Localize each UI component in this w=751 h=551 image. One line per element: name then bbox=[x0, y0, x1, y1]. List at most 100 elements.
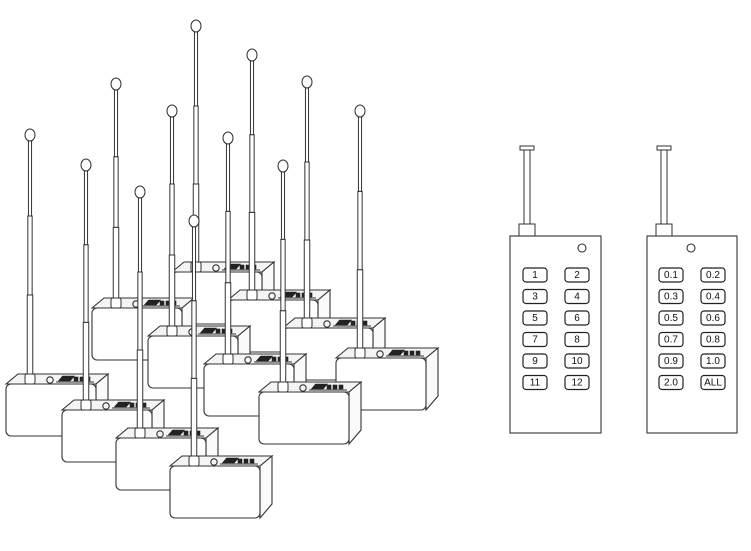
remote-key-frame bbox=[658, 267, 684, 283]
remote-key[interactable]: ALL bbox=[700, 374, 726, 391]
remote-antenna-shaft bbox=[523, 149, 531, 225]
antenna-segment bbox=[191, 222, 197, 302]
remote-key[interactable]: 4 bbox=[564, 288, 590, 305]
receiver-unit bbox=[4, 128, 110, 438]
remote-key-label: 0.2 bbox=[706, 270, 720, 281]
remote-key[interactable]: 0.1 bbox=[658, 267, 684, 283]
remote-key-label: 4 bbox=[574, 292, 580, 303]
remote-key[interactable]: 0.9 bbox=[658, 353, 684, 369]
remote-key-label: 2.0 bbox=[664, 378, 678, 389]
antenna-tip bbox=[222, 131, 234, 145]
remote-key-label: 12 bbox=[571, 378, 583, 389]
power-switch-icon bbox=[299, 384, 307, 392]
remote-key-label: 10 bbox=[571, 356, 583, 367]
antenna-segment bbox=[137, 271, 143, 351]
remote-key[interactable]: 0.8 bbox=[700, 331, 726, 348]
remote-key[interactable]: 2.0 bbox=[658, 374, 684, 391]
antenna-segment bbox=[280, 167, 286, 240]
terminal-icon bbox=[243, 458, 249, 464]
remote-key-frame bbox=[658, 374, 684, 391]
remote-key[interactable]: 3 bbox=[522, 288, 548, 305]
remote-key-frame bbox=[522, 267, 548, 283]
remote-key[interactable]: 1.0 bbox=[700, 353, 726, 369]
antenna-segment bbox=[26, 294, 34, 375]
antenna-segment bbox=[137, 193, 143, 273]
remote-key[interactable]: 0.2 bbox=[700, 267, 726, 283]
antenna-tip bbox=[354, 104, 366, 118]
antenna-segment bbox=[225, 139, 231, 212]
antenna-segment bbox=[83, 244, 89, 323]
antenna-mount bbox=[222, 353, 234, 365]
remote-key-frame bbox=[522, 353, 548, 369]
remote-key-label: 0.3 bbox=[664, 292, 678, 303]
remote-key[interactable]: 10 bbox=[564, 353, 590, 369]
remote-key-label: 11 bbox=[530, 378, 541, 389]
remote-key-label: 1 bbox=[532, 270, 538, 281]
terminal-icon bbox=[159, 300, 165, 306]
terminal-icon bbox=[215, 328, 221, 334]
remote-antenna-tip bbox=[656, 145, 672, 151]
remote-key-frame bbox=[700, 310, 726, 326]
remote-key[interactable]: 11 bbox=[522, 374, 548, 391]
antenna-segment bbox=[304, 161, 310, 241]
remote-key[interactable]: 7 bbox=[522, 331, 548, 348]
remote-key[interactable]: 0.6 bbox=[700, 310, 726, 326]
antenna-mount bbox=[277, 381, 289, 393]
terminal-icon bbox=[183, 430, 189, 436]
remote-key[interactable]: 0.4 bbox=[700, 288, 726, 305]
remote-key[interactable]: 0.7 bbox=[658, 331, 684, 348]
antenna-segment bbox=[27, 136, 33, 217]
terminal-icon bbox=[271, 356, 277, 362]
terminal-icon bbox=[249, 458, 255, 464]
antenna-mount bbox=[134, 427, 146, 439]
remote-key-label: 3 bbox=[532, 292, 538, 303]
remote-key-frame bbox=[658, 310, 684, 326]
antenna-segment bbox=[356, 269, 364, 349]
antenna-segment bbox=[248, 211, 256, 291]
power-switch-icon bbox=[212, 264, 220, 272]
remote-key[interactable]: 0.3 bbox=[658, 288, 684, 305]
remote-key[interactable]: 12 bbox=[564, 374, 590, 391]
remote-key-label: 0.7 bbox=[664, 335, 678, 346]
power-switch-icon bbox=[376, 350, 384, 358]
receiver-unit bbox=[257, 159, 363, 446]
antenna-segment bbox=[279, 310, 287, 383]
antenna-segment bbox=[249, 56, 255, 136]
remote-key-label: 9 bbox=[532, 356, 538, 367]
antenna-tip bbox=[134, 185, 146, 199]
receiver-unit bbox=[226, 48, 332, 354]
remote-key[interactable]: 9 bbox=[522, 353, 548, 369]
remote-key[interactable]: 8 bbox=[564, 331, 590, 348]
remote-key[interactable]: 2 bbox=[564, 267, 590, 283]
remote-key-frame bbox=[522, 310, 548, 326]
power-switch-icon bbox=[244, 356, 252, 364]
remote-antenna-tip bbox=[519, 145, 535, 151]
antenna-mount bbox=[246, 289, 258, 301]
remote-key-frame bbox=[522, 288, 548, 305]
power-switch-icon bbox=[210, 458, 218, 466]
remote-key[interactable]: 1 bbox=[522, 267, 548, 283]
antenna-segment bbox=[169, 183, 175, 256]
remote-antenna-shaft bbox=[660, 149, 668, 225]
antenna-segment bbox=[83, 166, 89, 246]
remote-key[interactable]: 5 bbox=[522, 310, 548, 326]
antenna-segment bbox=[303, 239, 311, 319]
terminal-icon bbox=[239, 264, 245, 270]
antenna-mount bbox=[24, 373, 36, 385]
antenna-mount bbox=[188, 455, 200, 467]
remote-key[interactable]: 6 bbox=[564, 310, 590, 326]
receiver-unit bbox=[281, 75, 387, 382]
remote-antenna-base bbox=[655, 223, 673, 237]
antenna-segment bbox=[169, 112, 175, 185]
remote-key-frame bbox=[564, 353, 590, 369]
remote-key[interactable]: 0.5 bbox=[658, 310, 684, 326]
receiver-unit bbox=[168, 214, 274, 520]
remote-key-frame bbox=[564, 331, 590, 348]
antenna-segment bbox=[357, 112, 363, 192]
remote-key-label: 0.4 bbox=[706, 292, 720, 303]
receiver-unit bbox=[90, 77, 196, 362]
power-switch-icon bbox=[46, 376, 54, 384]
antenna-mount bbox=[166, 325, 178, 337]
remote-key-label: ALL bbox=[704, 378, 722, 389]
antenna-segment bbox=[190, 377, 198, 457]
